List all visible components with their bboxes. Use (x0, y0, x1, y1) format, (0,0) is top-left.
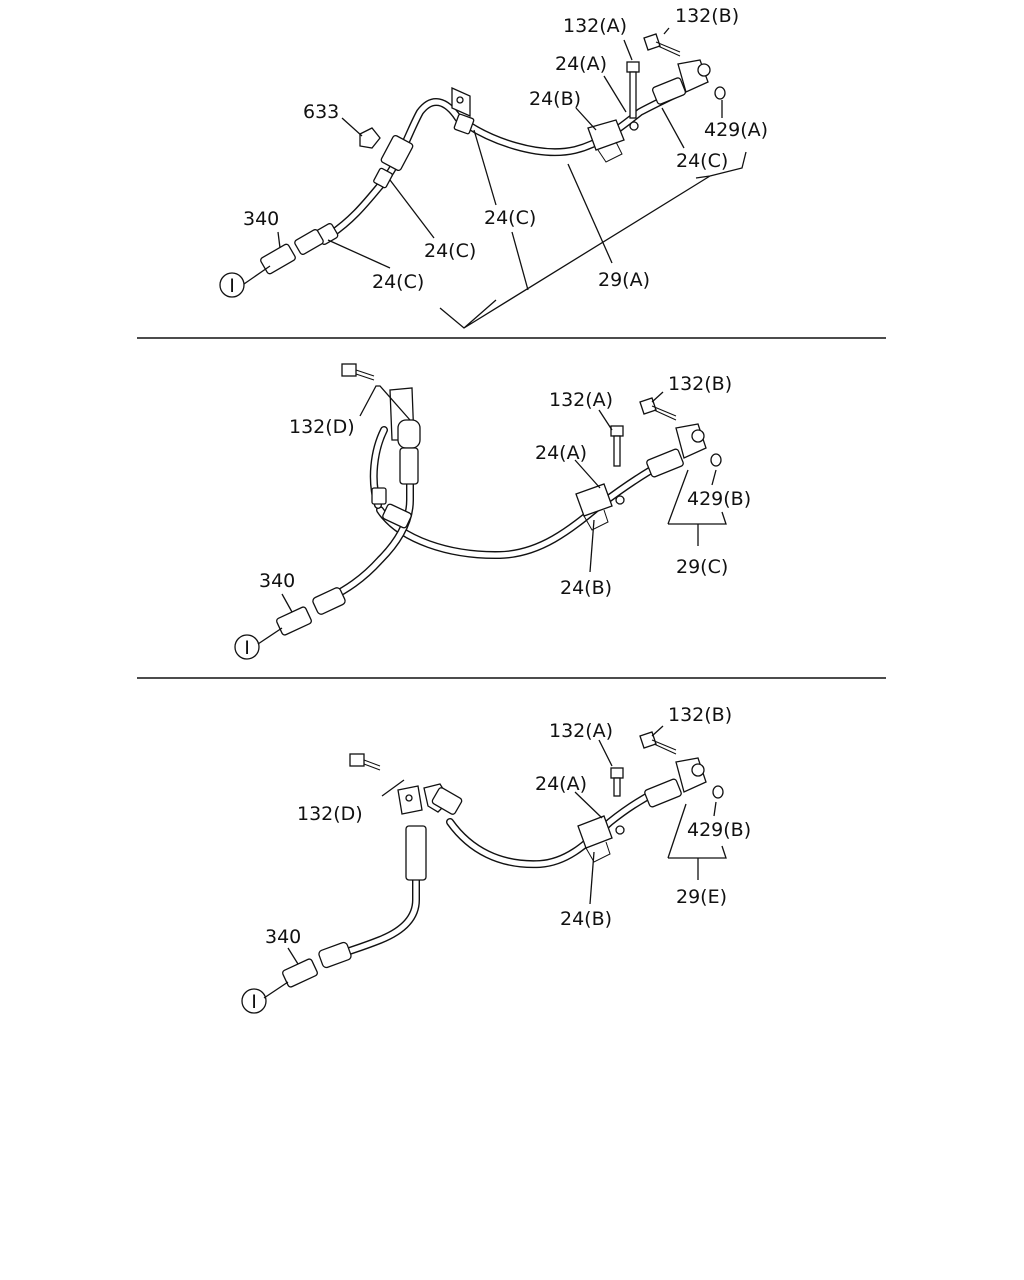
label-429a: 429(A) (704, 119, 768, 141)
callout-marker (219, 272, 245, 298)
male-connector (294, 229, 324, 255)
label-132d: 132(D) (289, 416, 355, 438)
label-24c: 24(C) (424, 240, 476, 262)
label-24c: 24(C) (484, 207, 536, 229)
bolt-head (626, 61, 640, 73)
label-132b: 132(B) (675, 5, 739, 27)
label-24a: 24(A) (535, 773, 587, 795)
hose-clamp (577, 815, 613, 849)
end-fitting (651, 77, 687, 105)
label-29c: 29(C) (676, 556, 728, 578)
elbow-fitting (397, 419, 421, 449)
bolt-head (643, 33, 661, 51)
nut-633 (359, 127, 381, 149)
end-fitting (646, 448, 684, 478)
callout-symbol: I (244, 637, 250, 659)
section-middle: I 132(A) 132(B) 132(D) 24(A) 429(B) 29(C… (234, 363, 751, 660)
label-24b: 24(B) (560, 908, 612, 930)
label-24c: 24(C) (372, 271, 424, 293)
callout-symbol: I (229, 275, 235, 297)
label-24b: 24(B) (560, 577, 612, 599)
label-429b: 429(B) (687, 488, 751, 510)
label-340: 340 (259, 570, 295, 592)
label-29a: 29(A) (598, 269, 650, 291)
clamp-washer (615, 495, 625, 505)
section-lower: I 132(A) 132(B) 132(D) 24(A) 429(B) 29(E… (241, 704, 751, 1014)
section-upper: I 132(A) 132(B) 24(A) 24(B) 633 429(A) 2… (219, 5, 768, 329)
hose-clamp (575, 483, 613, 517)
flare-nut (312, 587, 346, 615)
label-132a: 132(A) (549, 720, 613, 742)
washer-429b (712, 785, 724, 799)
bolt-head (349, 753, 365, 767)
rigid-line (332, 876, 420, 960)
fitting-340 (282, 958, 318, 988)
end-fitting (644, 778, 682, 808)
label-132a: 132(A) (549, 389, 613, 411)
label-340: 340 (265, 926, 301, 948)
bolt-head (610, 767, 624, 779)
hose-fitting (399, 447, 419, 485)
label-633: 633 (303, 101, 339, 123)
fitting-340 (276, 606, 312, 636)
clamp-washer (615, 825, 625, 835)
callout-marker (234, 634, 260, 660)
bolt-head (341, 363, 357, 377)
callout-symbol: I (251, 991, 257, 1013)
label-24c: 24(C) (676, 150, 728, 172)
clamp-washer (629, 121, 639, 131)
washer-429b (710, 453, 722, 467)
label-24a: 24(A) (535, 442, 587, 464)
label-132b: 132(B) (668, 373, 732, 395)
label-24a: 24(A) (555, 53, 607, 75)
label-429b: 429(B) (687, 819, 751, 841)
callout-marker (241, 988, 267, 1014)
label-29e: 29(E) (676, 886, 727, 908)
hose-clamp (587, 119, 625, 151)
label-132a: 132(A) (563, 15, 627, 37)
hose-fitting (380, 134, 414, 172)
washer-429a (714, 86, 726, 100)
label-24b: 24(B) (529, 88, 581, 110)
label-340: 340 (243, 208, 279, 230)
label-132b: 132(B) (668, 704, 732, 726)
flare-nut (318, 941, 352, 969)
label-132d: 132(D) (297, 803, 363, 825)
bolt-head (610, 425, 624, 437)
hose-fitting (405, 825, 427, 881)
